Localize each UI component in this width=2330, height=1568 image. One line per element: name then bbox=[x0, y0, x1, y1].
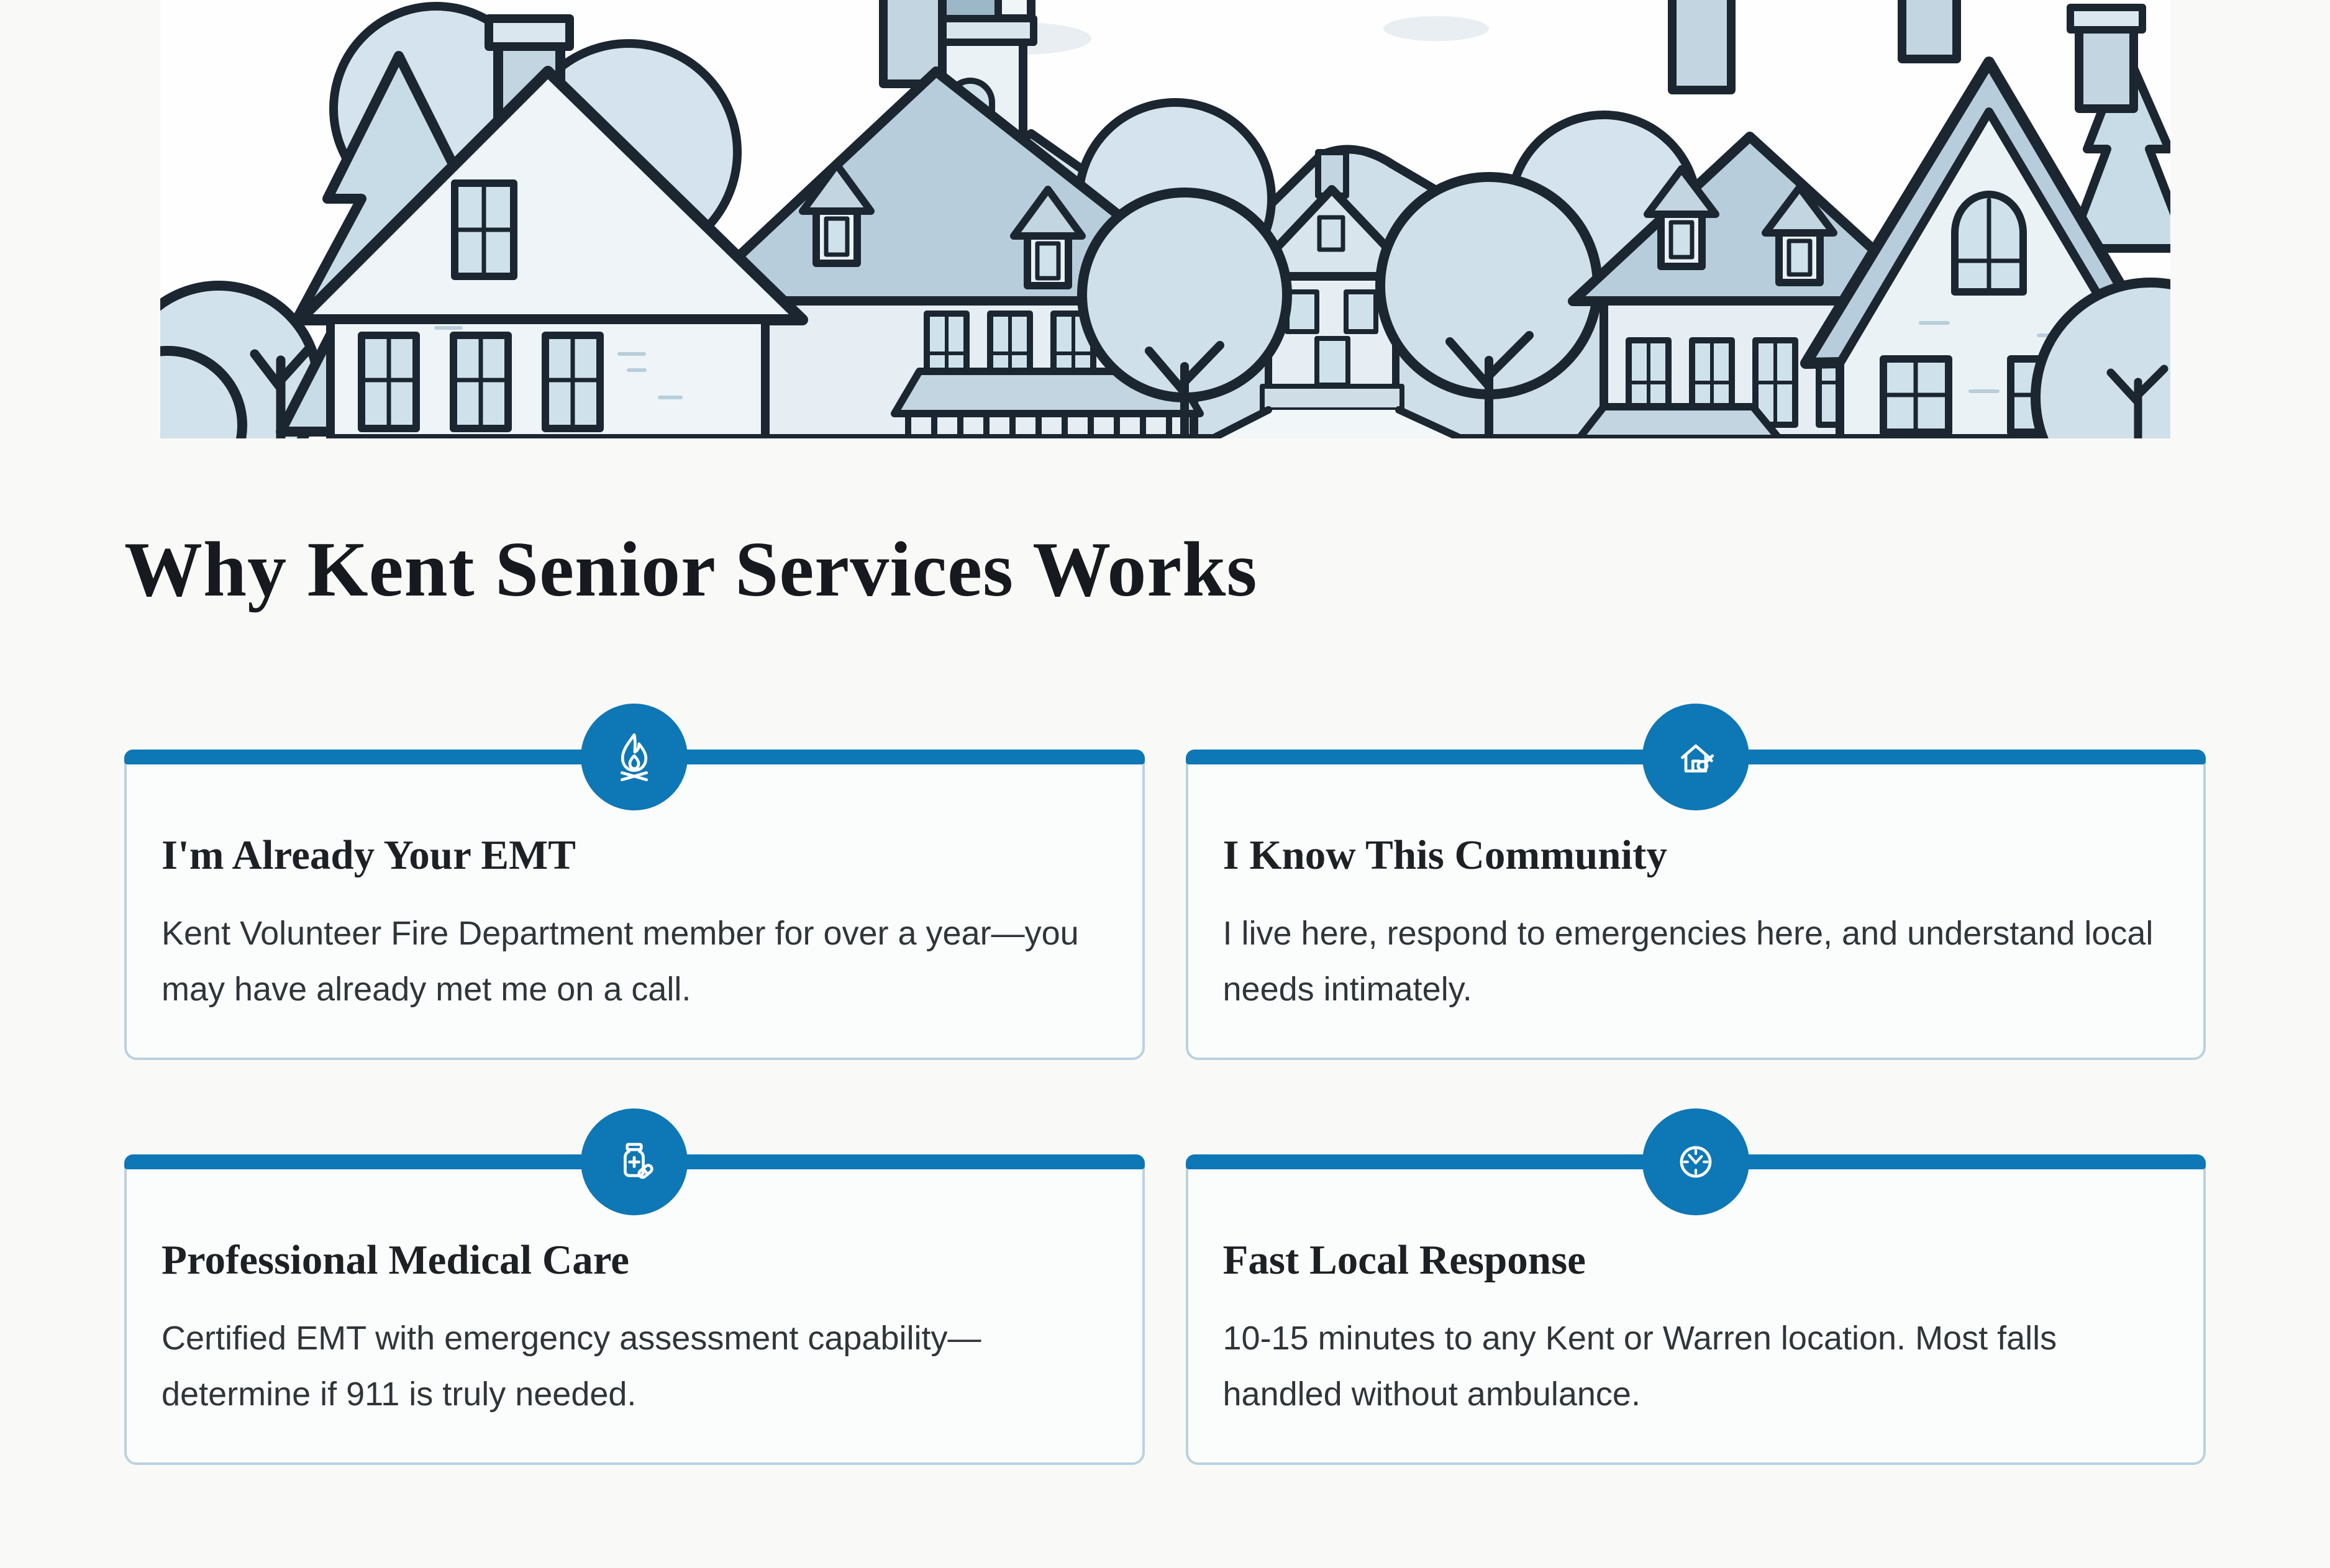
campfire-icon bbox=[581, 704, 688, 810]
feature-card-emt: I'm Already Your EMT Kent Volunteer Fire… bbox=[124, 704, 1145, 1060]
card-title: I Know This Community bbox=[1222, 832, 1667, 878]
medicine-bottle-icon bbox=[581, 1108, 688, 1215]
card-title: Professional Medical Care bbox=[162, 1237, 629, 1283]
feature-cards: I'm Already Your EMT Kent Volunteer Fire… bbox=[124, 704, 2206, 1465]
card-body: Kent Volunteer Fire Department member fo… bbox=[162, 915, 1079, 1008]
clock-icon bbox=[1642, 1108, 1749, 1215]
feature-card-medical: Professional Medical Care Certified EMT … bbox=[124, 1108, 1145, 1465]
card-body: I live here, respond to emergencies here… bbox=[1222, 915, 2154, 1008]
card-title: Fast Local Response bbox=[1222, 1237, 1586, 1283]
main-content: Why Kent Senior Services Works I'm Alrea… bbox=[124, 519, 2206, 1465]
house-key-icon bbox=[1642, 704, 1749, 810]
card-body: 10-15 minutes to any Kent or Warren loca… bbox=[1222, 1320, 2057, 1413]
section-title: Why Kent Senior Services Works bbox=[124, 527, 1258, 613]
card-title: I'm Already Your EMT bbox=[162, 832, 576, 878]
feature-card-response: Fast Local Response 10-15 minutes to any… bbox=[1185, 1108, 2206, 1465]
feature-card-community: I Know This Community I live here, respo… bbox=[1185, 704, 2206, 1060]
card-body: Certified EMT with emergency assessment … bbox=[162, 1320, 981, 1413]
town-illustration bbox=[160, 0, 2170, 438]
